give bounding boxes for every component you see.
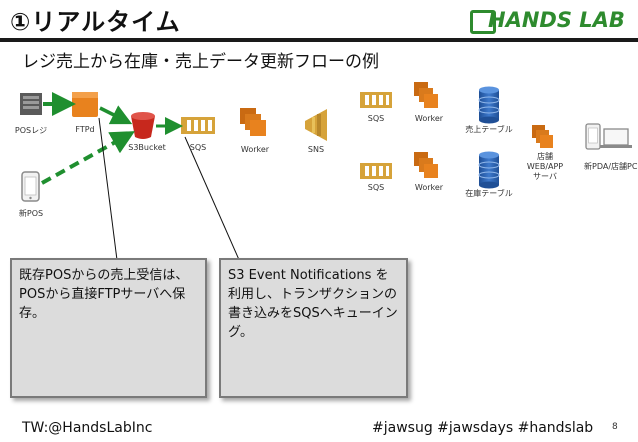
- arrow-newpos-to-s3: [41, 131, 135, 185]
- title-divider: [0, 38, 638, 42]
- pos-register-icon: [20, 93, 42, 115]
- sqs-main-icon: [181, 117, 215, 134]
- worker-bottom-icon: [414, 152, 438, 178]
- logo-text: HANDS LAB: [488, 8, 625, 32]
- label-s3bucket: S3Bucket: [128, 143, 166, 152]
- sqs-top-icon: [360, 92, 392, 108]
- label-sns: SNS: [307, 145, 325, 154]
- sqs-bottom-icon: [360, 163, 392, 179]
- label-worker-top: Worker: [414, 114, 444, 123]
- callout-ftp-receipt: 既存POSからの売上受信は、POSから直接FTPサーバへ保存。: [10, 258, 207, 398]
- label-new-pos: 新POS: [18, 209, 44, 218]
- worker-main-icon: [240, 108, 266, 136]
- page-number: 8: [612, 422, 618, 432]
- label-sales-table: 売上テーブル: [465, 125, 513, 134]
- new-pos-phone-icon: [21, 171, 40, 202]
- label-sqs-bottom: SQS: [367, 183, 385, 192]
- label-pda-pc: 新PDA/店舗PC: [584, 162, 638, 171]
- callout-right-pointer: [184, 136, 241, 263]
- ftpd-server-icon: [72, 92, 98, 117]
- label-sqs-top: SQS: [367, 114, 385, 123]
- sns-icon: [305, 109, 327, 141]
- slide-subtitle: レジ売上から在庫・売上データ更新フローの例: [22, 52, 379, 72]
- footer-hashtags: #jawsug #jawsdays #handslab: [372, 420, 594, 436]
- inventory-table-db-icon: [478, 151, 500, 189]
- store-server-icon: [532, 125, 553, 148]
- label-inventory-table: 在庫テーブル: [465, 189, 513, 198]
- callout-left-pointer: [98, 117, 118, 261]
- label-pos-register: POSレジ: [14, 126, 48, 135]
- footer-twitter-handle: TW:@HandsLabInc: [22, 420, 153, 436]
- hands-lab-logo: HANDS LAB: [470, 6, 632, 36]
- slide-title: ①リアルタイム: [10, 8, 181, 36]
- label-ftpd: FTPd: [75, 125, 95, 134]
- label-sqs-main: SQS: [189, 143, 207, 152]
- label-store-server: 店舗 WEB/APP サーバ: [526, 152, 564, 181]
- callout-s3-event-notifications: S3 Event Notifications を利用し、トランザクションの書き込…: [219, 258, 408, 398]
- logo-mark: [470, 10, 496, 34]
- sales-table-db-icon: [478, 86, 500, 124]
- pda-pc-icon: [585, 123, 632, 150]
- worker-top-icon: [414, 82, 438, 108]
- label-worker-bottom: Worker: [414, 183, 444, 192]
- s3-bucket-icon: [131, 112, 155, 139]
- arrow-ftpd-to-s3: [99, 105, 133, 125]
- label-worker-main: Worker: [240, 145, 270, 154]
